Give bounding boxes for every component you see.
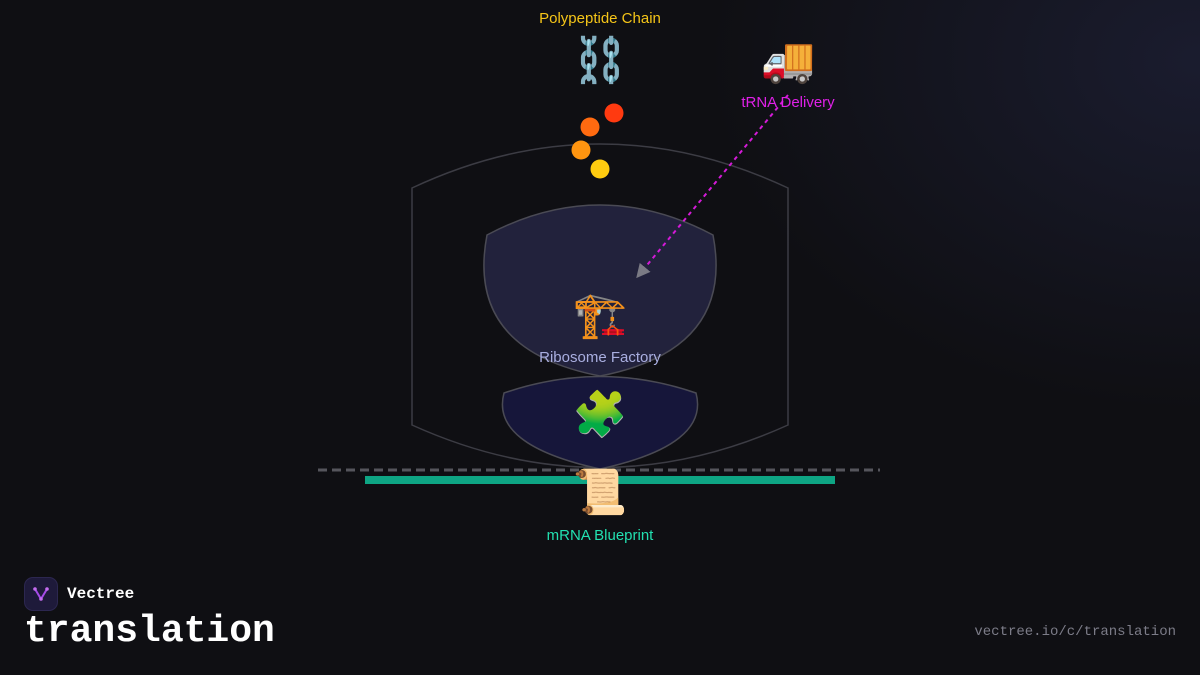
amino-acid [590,159,610,179]
amino-acid [580,117,600,137]
amino-acid [604,103,624,123]
brand: Vectree [24,577,134,611]
mrna-strand [365,476,835,484]
large-subunit [483,204,717,377]
small-subunit [501,375,699,470]
crane-icon: 🏗️ [572,290,628,341]
page-title: translation [24,610,275,653]
vectree-logo-icon [24,577,58,611]
truck-icon: 🚚 [760,35,816,86]
ribosome-outline [411,143,789,469]
ribosome-factory-label: Ribosome Factory [539,349,661,366]
polypeptide-chain-label: Polypeptide Chain [539,10,661,27]
trna-delivery-path [636,94,789,279]
chain-icon: ⛓️ [572,35,628,86]
trna-delivery-label: tRNA Delivery [741,94,835,111]
puzzle-icon: 🧩 [572,389,628,440]
scroll-icon: 📜 [572,467,628,518]
amino-acid [571,140,591,160]
brand-name: Vectree [67,585,135,603]
mrna-blueprint-label: mRNA Blueprint [546,527,654,544]
source-url[interactable]: vectree.io/c/translation [974,624,1176,640]
